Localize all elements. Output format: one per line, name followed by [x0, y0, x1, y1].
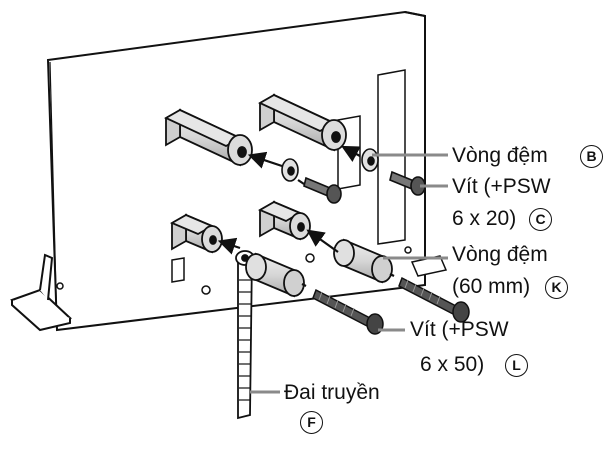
label-belt-f: Đai truyền	[284, 381, 380, 404]
washer-left	[281, 158, 299, 182]
screw-l-right	[398, 276, 470, 323]
lower-spacer-right	[257, 200, 311, 241]
circled-letter-k: K	[545, 276, 568, 299]
leader-lines	[250, 153, 448, 394]
spacer-b-right	[258, 93, 347, 152]
circled-letter-b: B	[580, 145, 603, 168]
label-screw-l-line2: 6 x 50)	[420, 353, 485, 376]
washer-right	[361, 148, 379, 172]
label-spacer-b: Vòng đệm	[452, 143, 548, 169]
circled-letter-l: L	[505, 354, 528, 377]
spacer-k-left	[245, 252, 305, 298]
tv-stand	[10, 253, 73, 332]
tv-back-panel	[46, 10, 426, 332]
circled-letter-f: F	[300, 411, 323, 434]
upper-arrows	[247, 145, 361, 185]
lower-arrows	[217, 229, 395, 287]
label-screw-c-line1: Vít (+PSW	[452, 175, 551, 198]
label-screw-c-line2: 6 x 20)	[452, 207, 517, 230]
label-spacer-b-text: Vòng đệm	[452, 144, 548, 167]
screw-l-left	[312, 288, 384, 335]
label-spacer-k-line1: Vòng đệm	[452, 243, 548, 266]
screw-c-right	[389, 170, 426, 196]
label-screw-l-line1: Vít (+PSW	[410, 318, 509, 341]
circled-letter-c: C	[529, 208, 552, 231]
spacer-b-left	[164, 108, 253, 167]
screw-c-left	[303, 176, 342, 204]
spacer-k-right	[333, 238, 393, 284]
label-spacer-k-line2: (60 mm)	[452, 275, 531, 298]
